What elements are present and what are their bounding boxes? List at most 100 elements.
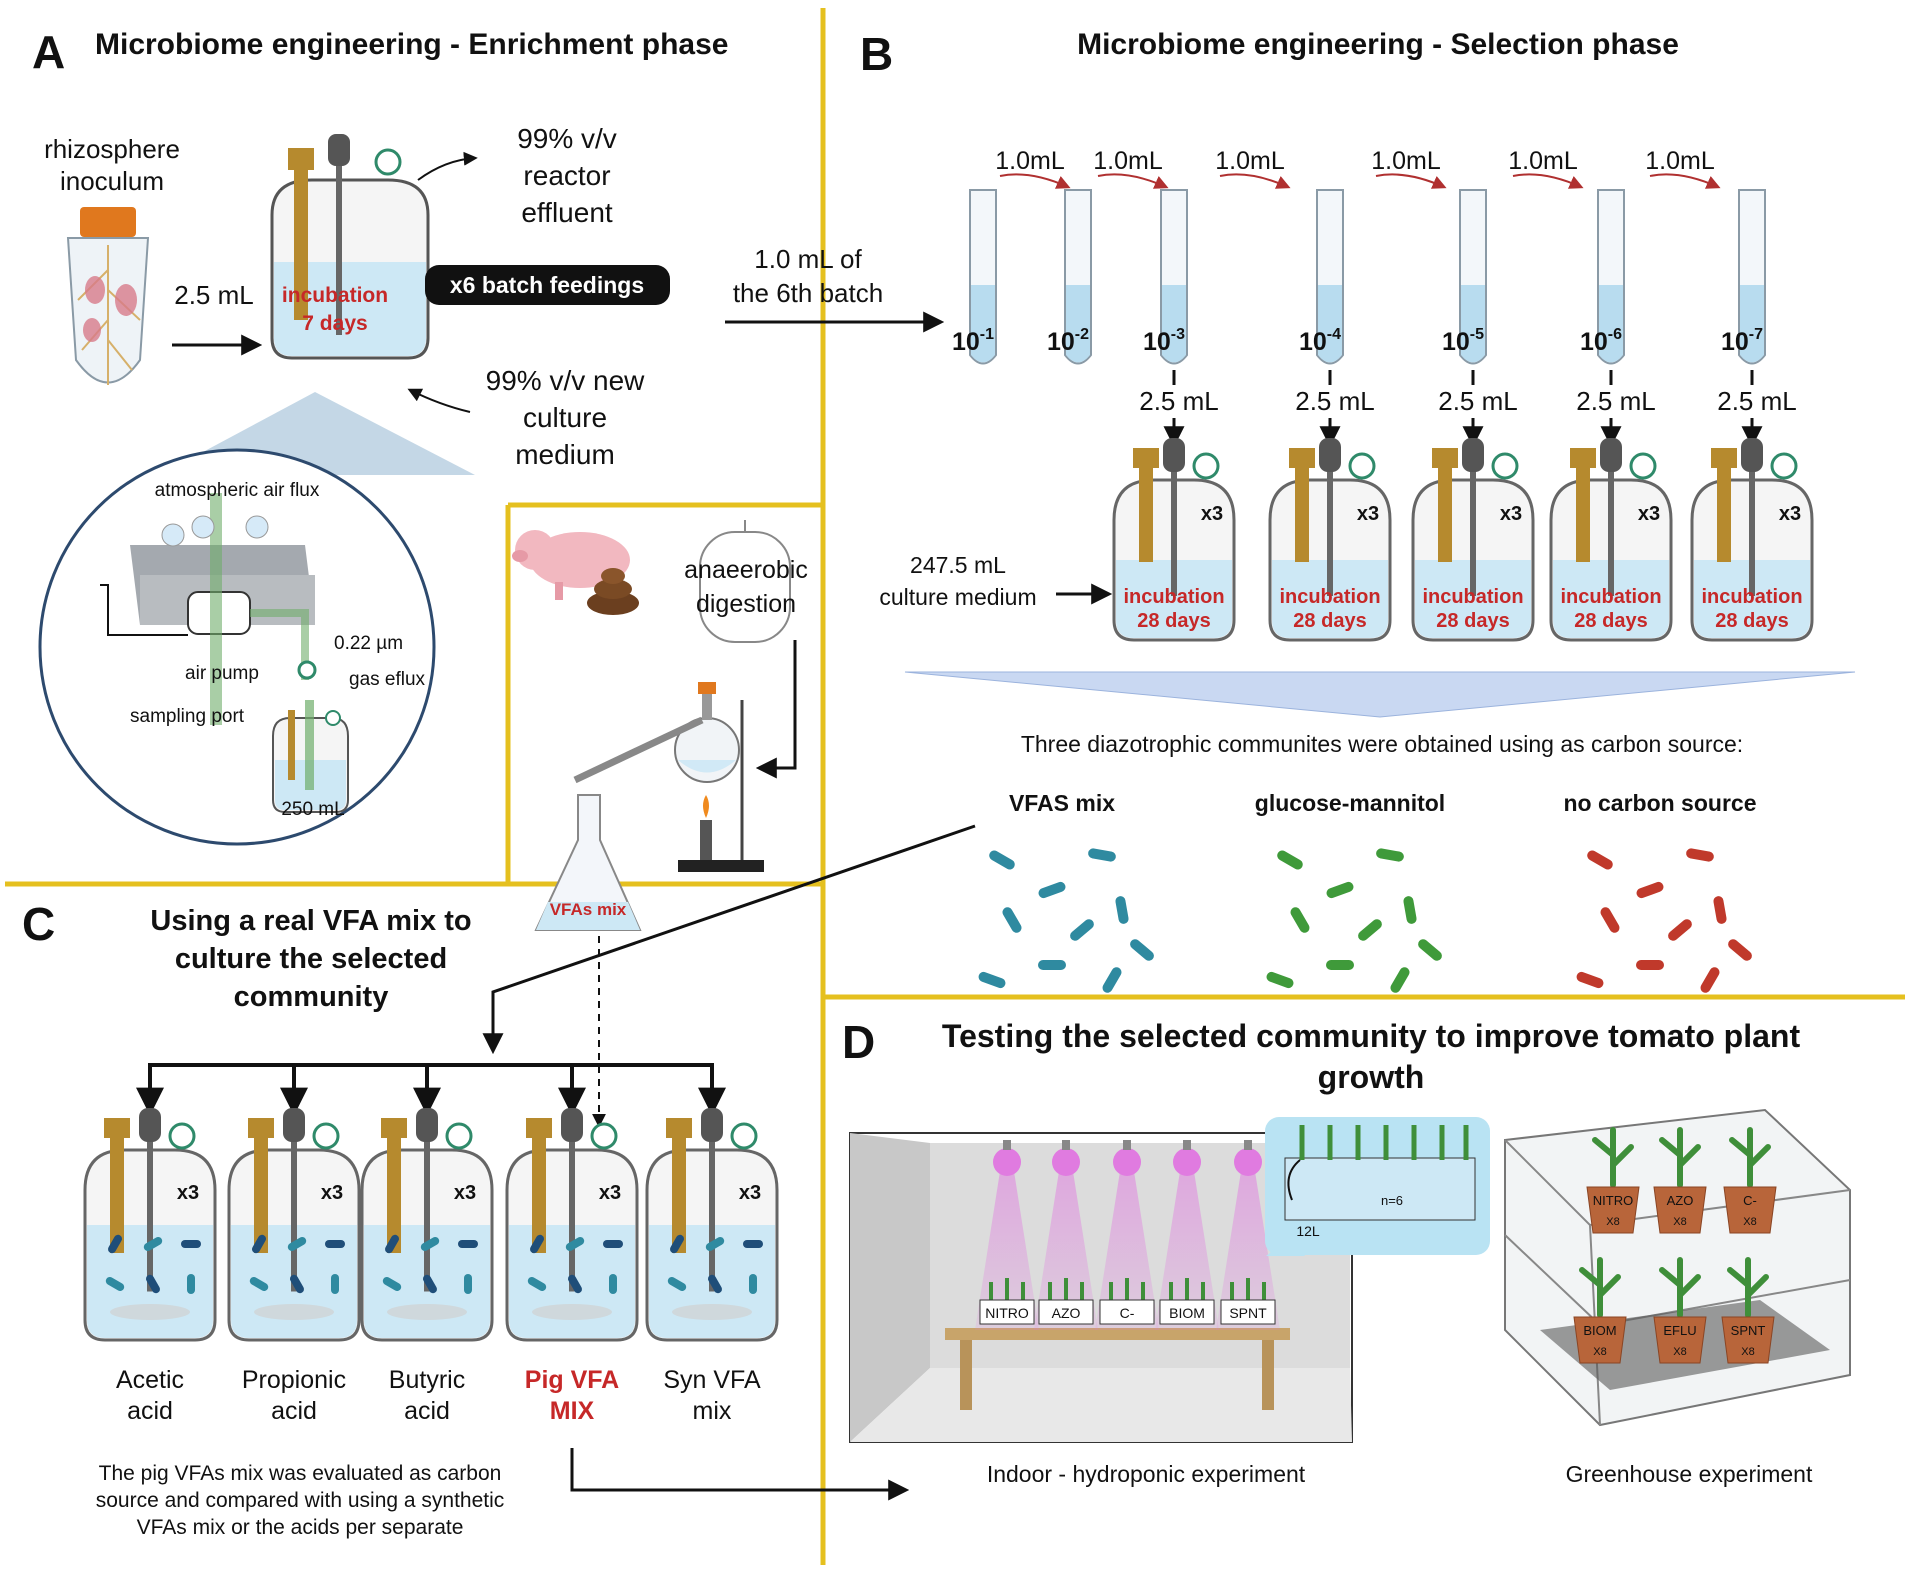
tray-box — [1159, 1299, 1215, 1325]
replicate-label: x3 — [454, 1182, 476, 1204]
pig-vfa-to-panel-d-arrow — [570, 1448, 910, 1501]
bacterium-icon — [1277, 850, 1303, 870]
replicate-label: x3 — [599, 1182, 621, 1204]
bulb-icon — [993, 1148, 1021, 1176]
bulb-socket — [1123, 1140, 1131, 1150]
indoor-caption: Indoor - hydroponic experiment — [987, 1461, 1306, 1487]
bacterium-icon — [527, 1277, 547, 1291]
hydroponic-tray: NITRO — [979, 1278, 1035, 1325]
bacterium-icon — [1668, 919, 1692, 941]
stirrer-shaft — [147, 1130, 153, 1292]
filter-icon — [1770, 452, 1798, 480]
stirrer-motor — [1741, 438, 1763, 472]
bacterium-icon — [249, 1277, 269, 1291]
reactor-volume-label: 250 mL — [281, 799, 344, 820]
stirrer-motor — [1600, 438, 1622, 472]
replicate-label: x3 — [1500, 503, 1522, 525]
vessel-liquid — [1272, 560, 1388, 638]
pot-label: EFLU — [1663, 1323, 1696, 1338]
bulb-icon — [1173, 1148, 1201, 1176]
dilution-tube: 10-3 — [1143, 189, 1188, 365]
pot-icon — [1586, 1186, 1640, 1234]
panel-c-title-1: Using a real VFA mix to — [150, 905, 471, 937]
culture-medium-label-2: culture medium — [879, 584, 1036, 610]
bacterium-icon — [1358, 919, 1382, 941]
inoculum-label-1: rhizosphere — [44, 134, 180, 164]
panel-b-letter: B — [860, 28, 893, 80]
stirrer-motor — [416, 1108, 438, 1142]
bacterium-icon — [1418, 939, 1442, 961]
vessel-liquid — [1116, 560, 1232, 638]
serial-transfer: 1.0mL — [1508, 147, 1584, 189]
reactor-vessel — [1690, 438, 1814, 642]
bacterium-icon — [325, 1240, 345, 1248]
dilution-tube: 10-1 — [952, 189, 997, 365]
vessel-liquid — [1694, 560, 1810, 638]
replicate-label: x3 — [321, 1182, 343, 1204]
panel-b-title: Microbiome engineering - Selection phase — [1077, 28, 1679, 61]
filter-icon — [1348, 452, 1376, 480]
batch-badge — [425, 265, 670, 305]
bacterium-icon — [1130, 939, 1154, 961]
panel-a: A Microbiome engineering - Enrichment ph… — [32, 26, 945, 846]
treatment-label: C- — [1120, 1305, 1135, 1321]
incubation-duration: 28 days — [1293, 610, 1366, 632]
carbon-source-reactors: x3Aceticacidx3Propionicacidx3Butyricacid… — [83, 1065, 779, 1425]
panel-c-title-2: culture the selected — [175, 943, 447, 975]
dilution-tube: 10-4 — [1299, 189, 1344, 365]
dilution-label: 10-7 — [1721, 326, 1763, 356]
bacterium-icon — [1038, 881, 1066, 899]
stirrer-motor — [1462, 438, 1484, 472]
stirrer-shaft — [1327, 460, 1333, 596]
hydroponic-tray: BIOM — [1159, 1278, 1215, 1325]
digestion-arrow — [755, 640, 797, 779]
pot-icon — [1573, 1316, 1627, 1364]
panel-c-note-3: VFAs mix or the acids per separate — [137, 1516, 464, 1539]
bacterium-icon — [989, 850, 1015, 870]
carbon-source-label: Propionic — [242, 1366, 346, 1394]
community-group: no carbon source — [1564, 790, 1756, 993]
transfer-arrow — [1097, 173, 1169, 189]
pot-count: X8 — [1673, 1346, 1686, 1358]
stirrer-motor — [1319, 438, 1341, 472]
incubation-label: incubation — [1701, 586, 1802, 608]
medium-label-1: 99% v/v new — [486, 365, 646, 396]
manure-icon — [587, 568, 639, 615]
tube-liquid — [1066, 285, 1090, 363]
pot-label: NITRO — [1593, 1193, 1633, 1208]
incubation-label: incubation — [1123, 586, 1224, 608]
effluent-arrow — [417, 151, 478, 181]
reactor-vessel — [1411, 438, 1535, 642]
bacterium-icon — [1038, 960, 1066, 970]
community-label: VFAS mix — [1009, 790, 1115, 816]
dilution-label: 10-4 — [1299, 326, 1341, 356]
reactor-volume: 2.5 mL — [1576, 386, 1656, 416]
stirrer-motor — [1163, 438, 1185, 472]
bacterium-icon — [1326, 881, 1354, 899]
inlet-tube — [1139, 450, 1153, 562]
transfer-arrow — [1512, 173, 1584, 189]
impeller — [672, 1304, 752, 1320]
inlet-cap — [1133, 448, 1159, 468]
tomato-plant-icon — [1659, 1127, 1701, 1188]
transfer-arrow — [999, 173, 1071, 189]
hydroponic-tray: SPNT — [1220, 1278, 1276, 1325]
filter-icon — [312, 1122, 340, 1150]
seedling-icon — [1230, 1278, 1266, 1300]
incubation-duration: 28 days — [1436, 610, 1509, 632]
digester-icon — [699, 520, 791, 643]
vessel-liquid — [1553, 560, 1669, 638]
pot-icon — [1721, 1316, 1775, 1364]
enrichment-reactor-icon — [270, 134, 430, 360]
tray-box — [979, 1299, 1035, 1325]
tray-box — [1038, 1299, 1094, 1325]
inlet-tube — [1576, 450, 1590, 562]
greenhouse-pot: EFLU X8 — [1653, 1257, 1707, 1364]
reactor-vessel — [1549, 438, 1673, 642]
dilution-label: 10-5 — [1442, 326, 1484, 356]
community-label: glucose-mannitol — [1255, 790, 1445, 816]
